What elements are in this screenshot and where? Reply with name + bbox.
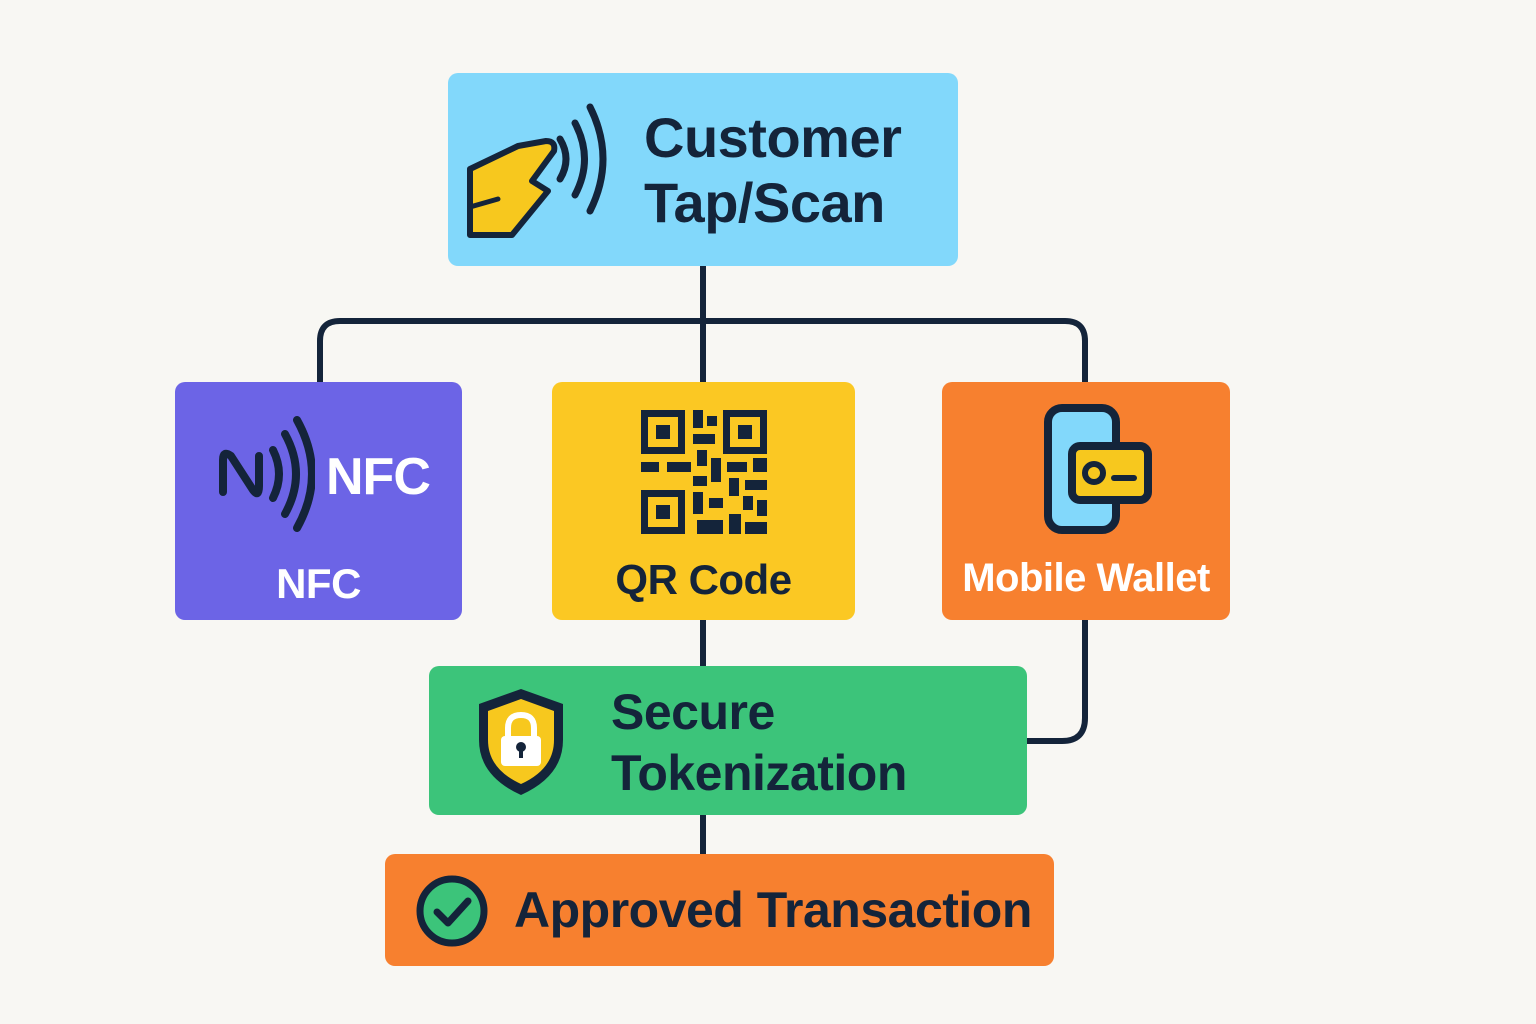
nfc-badge-text: NFC	[326, 448, 431, 506]
qr-code-icon	[641, 410, 767, 534]
nfc-icon	[219, 416, 315, 532]
nfc-node: NFC NFC	[175, 382, 462, 620]
mobile-wallet-icon	[1044, 404, 1152, 534]
approved-transaction-label: Approved Transaction	[514, 882, 1032, 938]
hand-tap-icon	[467, 103, 607, 238]
approved-transaction-node: Approved Transaction	[385, 854, 1054, 966]
secure-title-line1: Secure	[611, 684, 775, 740]
mobile-wallet-caption: Mobile Wallet	[962, 556, 1210, 600]
shield-lock-icon	[479, 689, 563, 795]
edge-wallet-secure	[1024, 617, 1088, 744]
edge-customer-wallet	[700, 318, 1088, 385]
secure-tokenization-node: Secure Tokenization	[429, 666, 1027, 815]
customer-title-line2: Tap/Scan	[644, 171, 885, 234]
edge-customer-nfc	[317, 318, 706, 385]
check-circle-icon	[416, 875, 488, 947]
qr-code-caption: QR Code	[615, 556, 792, 603]
nfc-caption: NFC	[276, 560, 361, 607]
customer-tap-scan-node: Customer Tap/Scan	[448, 73, 958, 266]
qr-code-node: QR Code	[552, 382, 855, 620]
customer-title-line1: Customer	[644, 106, 902, 169]
secure-title-line2: Tokenization	[611, 745, 907, 801]
mobile-wallet-node: Mobile Wallet	[942, 382, 1230, 620]
